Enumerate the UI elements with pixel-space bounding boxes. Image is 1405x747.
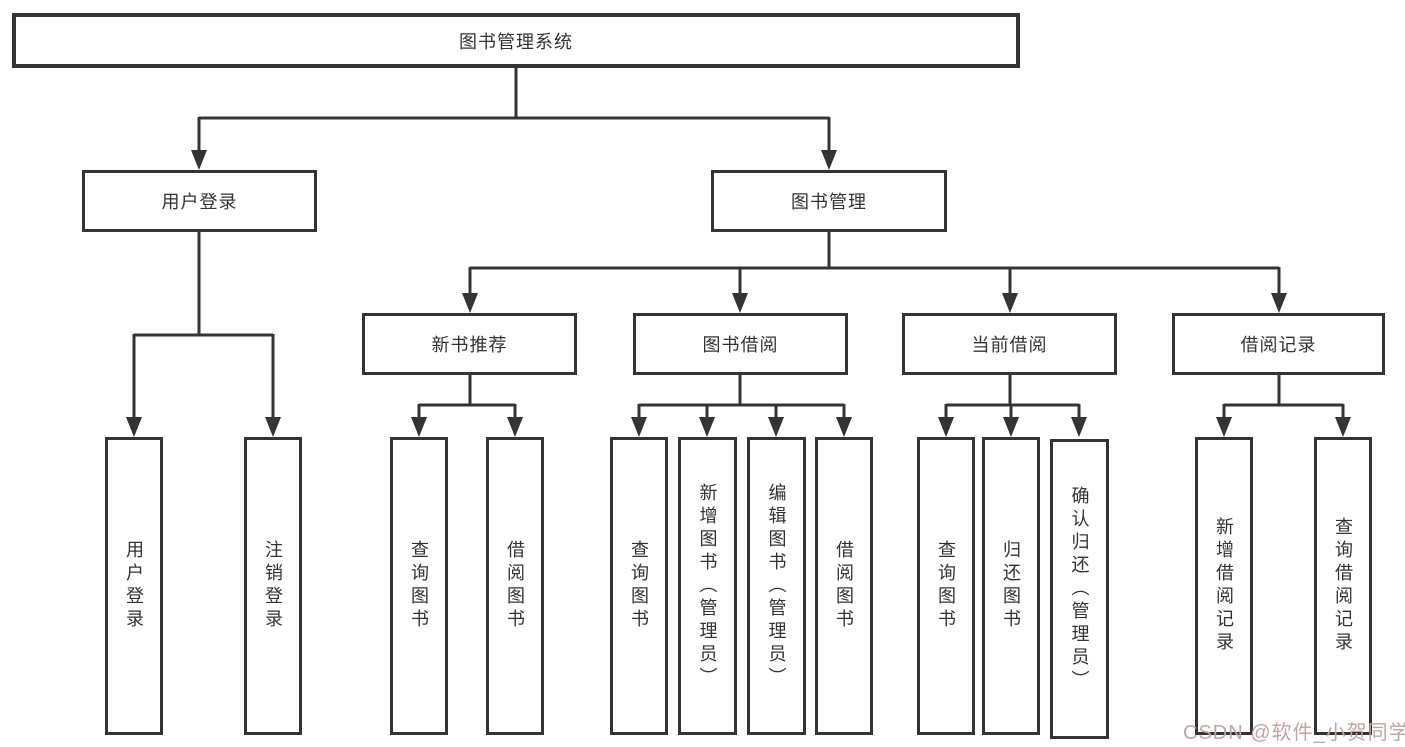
node-current-borrow-label: 当前借阅 — [971, 335, 1048, 355]
leaf-borrow-books-recommend: 借阅图书 — [486, 437, 544, 735]
watermark: CSDN @软件_小贺同学 — [1183, 722, 1405, 744]
node-user-login-label: 用户登录 — [161, 192, 238, 212]
node-book-management-label: 图书管理 — [791, 192, 867, 212]
node-current-borrow: 当前借阅 — [902, 313, 1117, 375]
node-borrow-records: 借阅记录 — [1172, 313, 1385, 375]
node-book-borrow-label: 图书借阅 — [702, 335, 779, 355]
node-new-book-recommend: 新书推荐 — [362, 313, 577, 375]
leaf-add-book-admin-label: 新增图书（管理员） — [697, 482, 718, 690]
leaf-borrow-books-borrow-label: 借阅图书 — [834, 540, 854, 632]
leaf-query-borrow-record-label: 查询借阅记录 — [1333, 517, 1353, 655]
leaf-query-books-borrow: 查询图书 — [610, 437, 668, 735]
leaf-user-login: 用户登录 — [105, 437, 163, 735]
leaf-return-books: 归还图书 — [982, 437, 1040, 735]
node-book-management: 图书管理 — [711, 170, 947, 232]
node-root-label: 图书管理系统 — [459, 31, 573, 52]
leaf-query-books-recommend: 查询图书 — [390, 437, 448, 735]
leaf-user-login-label: 用户登录 — [124, 540, 144, 632]
leaf-query-books-recommend-label: 查询图书 — [409, 540, 429, 632]
node-borrow-records-label: 借阅记录 — [1240, 335, 1317, 355]
leaf-edit-book-admin: 编辑图书（管理员） — [747, 437, 806, 735]
leaf-add-book-admin: 新增图书（管理员） — [678, 437, 737, 735]
leaf-logout: 注销登录 — [244, 437, 302, 735]
leaf-confirm-return-admin: 确认归还（管理员） — [1050, 439, 1109, 739]
node-new-book-recommend-label: 新书推荐 — [431, 335, 508, 355]
leaf-confirm-return-admin-label: 确认归还（管理员） — [1069, 485, 1090, 693]
leaf-edit-book-admin-label: 编辑图书（管理员） — [766, 482, 787, 690]
node-book-borrow: 图书借阅 — [633, 313, 848, 375]
leaf-query-books-current-label: 查询图书 — [936, 540, 956, 632]
leaf-borrow-books-recommend-label: 借阅图书 — [505, 540, 525, 632]
leaf-query-books-borrow-label: 查询图书 — [629, 540, 649, 632]
leaf-query-books-current: 查询图书 — [917, 437, 975, 735]
leaf-add-borrow-record-label: 新增借阅记录 — [1214, 517, 1234, 655]
leaf-query-borrow-record: 查询借阅记录 — [1314, 437, 1372, 735]
node-root: 图书管理系统 — [12, 13, 1020, 68]
node-user-login: 用户登录 — [82, 170, 317, 232]
leaf-logout-label: 注销登录 — [263, 540, 283, 632]
leaf-borrow-books-borrow: 借阅图书 — [815, 437, 873, 735]
leaf-add-borrow-record: 新增借阅记录 — [1195, 437, 1253, 735]
leaf-return-books-label: 归还图书 — [1001, 540, 1021, 632]
